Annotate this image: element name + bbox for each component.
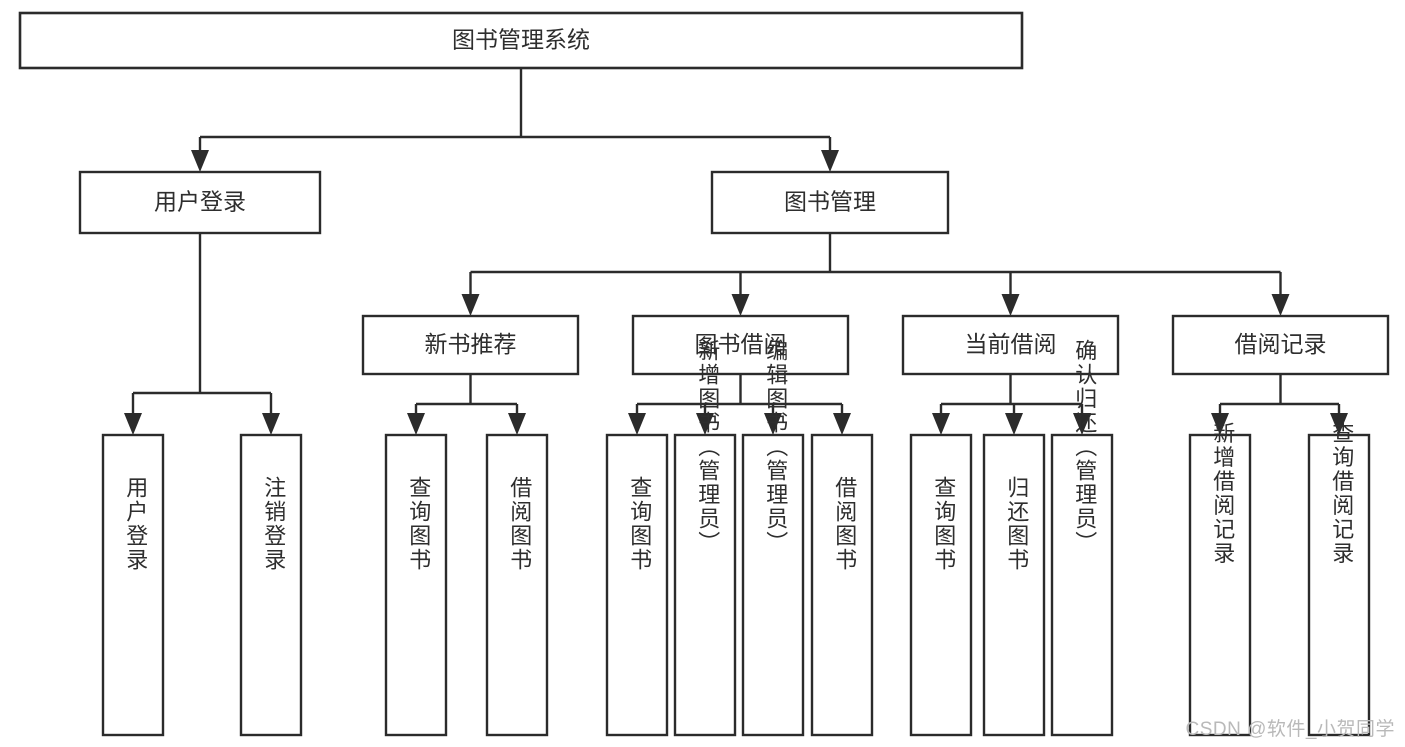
node-label: 借阅图书: [507, 476, 532, 572]
node-label: 用户登录: [123, 476, 148, 572]
node-label: 查询借阅记录: [1329, 422, 1354, 566]
node-label: 查询图书: [406, 476, 431, 572]
arrow-head-icon: [833, 413, 851, 435]
node-leaf-query-record[interactable]: 查询借阅记录: [1307, 422, 1371, 737]
arrow-head-icon: [191, 150, 209, 172]
arrow-head-icon: [1271, 294, 1290, 316]
arrow-head-icon: [262, 413, 280, 435]
node-leaf-query-book-3[interactable]: 查询图书: [909, 433, 973, 737]
node-root[interactable]: 图书管理系统: [18, 11, 1024, 70]
arrow-head-icon: [1005, 413, 1023, 435]
node-box[interactable]: [982, 433, 1046, 737]
node-leaf-edit-book[interactable]: 编辑图书（管理员）: [741, 339, 805, 737]
node-layer: 图书管理系统用户登录图书管理新书推荐图书借阅当前借阅借阅记录用户登录注销登录查询…: [18, 11, 1390, 737]
connector-layer: [124, 68, 1348, 435]
node-box[interactable]: [673, 433, 737, 737]
watermark-label: CSDN @软件_小贺同学: [1185, 719, 1395, 740]
node-current-borrow[interactable]: 当前借阅: [901, 314, 1120, 376]
node-leaf-borrow-book-2[interactable]: 借阅图书: [810, 433, 874, 737]
node-label: 借阅图书: [832, 476, 857, 572]
node-box[interactable]: [605, 433, 669, 737]
node-new-book-rec[interactable]: 新书推荐: [361, 314, 580, 376]
node-book-manage[interactable]: 图书管理: [710, 170, 950, 235]
node-box[interactable]: [1307, 433, 1371, 737]
node-leaf-query-book-2[interactable]: 查询图书: [605, 433, 669, 737]
arrow-head-icon: [461, 294, 480, 316]
node-box[interactable]: [361, 314, 580, 376]
node-box[interactable]: [384, 433, 448, 737]
node-box[interactable]: [101, 433, 165, 737]
node-label: 图书借阅: [695, 331, 787, 357]
node-label: 新书推荐: [425, 331, 517, 357]
node-box[interactable]: [909, 433, 973, 737]
node-label: 新增借阅记录: [1210, 422, 1235, 566]
node-leaf-add-record[interactable]: 新增借阅记录: [1188, 422, 1252, 737]
arrow-head-icon: [1211, 413, 1229, 435]
node-box[interactable]: [631, 314, 850, 376]
node-label: 归还图书: [1004, 476, 1029, 572]
node-box[interactable]: [810, 433, 874, 737]
node-box[interactable]: [1050, 433, 1114, 737]
node-box[interactable]: [18, 11, 1024, 70]
node-label: 查询图书: [931, 476, 956, 572]
arrow-head-icon: [696, 413, 714, 435]
arrow-head-icon: [124, 413, 142, 435]
node-label: 图书管理: [784, 189, 876, 215]
node-label: 图书管理系统: [452, 27, 590, 53]
node-book-borrow[interactable]: 图书借阅: [631, 314, 850, 376]
node-box[interactable]: [1188, 433, 1252, 737]
arrow-head-icon: [1001, 294, 1020, 316]
arrow-head-icon: [731, 294, 750, 316]
arrow-head-icon: [628, 413, 646, 435]
node-label: 查询图书: [627, 476, 652, 572]
node-box[interactable]: [78, 170, 322, 235]
arrow-head-icon: [821, 150, 839, 172]
arrow-head-icon: [407, 413, 425, 435]
arrow-head-icon: [1073, 413, 1091, 435]
node-leaf-query-book-1[interactable]: 查询图书: [384, 433, 448, 737]
node-label: 编辑图书（管理员）: [763, 339, 788, 555]
node-label: 新增图书（管理员）: [695, 339, 720, 555]
node-label: 注销登录: [261, 476, 286, 572]
node-label: 确认归还（管理员）: [1072, 339, 1097, 555]
node-leaf-add-book[interactable]: 新增图书（管理员）: [673, 339, 737, 737]
node-box[interactable]: [485, 433, 549, 737]
node-box[interactable]: [901, 314, 1120, 376]
arrow-head-icon: [932, 413, 950, 435]
node-borrow-record[interactable]: 借阅记录: [1171, 314, 1390, 376]
arrow-head-icon: [764, 413, 782, 435]
node-leaf-user-logout[interactable]: 注销登录: [239, 433, 303, 737]
arrow-head-icon: [508, 413, 526, 435]
node-label: 当前借阅: [965, 331, 1057, 357]
arrow-head-icon: [1330, 413, 1348, 435]
node-leaf-return-book[interactable]: 归还图书: [982, 433, 1046, 737]
node-box[interactable]: [710, 170, 950, 235]
node-label: 用户登录: [154, 189, 246, 215]
node-box[interactable]: [239, 433, 303, 737]
node-leaf-confirm-return[interactable]: 确认归还（管理员）: [1050, 339, 1114, 737]
node-label: 借阅记录: [1235, 331, 1327, 357]
node-box[interactable]: [1171, 314, 1390, 376]
node-leaf-borrow-book-1[interactable]: 借阅图书: [485, 433, 549, 737]
node-leaf-user-login[interactable]: 用户登录: [101, 433, 165, 737]
node-box[interactable]: [741, 433, 805, 737]
node-user-login[interactable]: 用户登录: [78, 170, 322, 235]
